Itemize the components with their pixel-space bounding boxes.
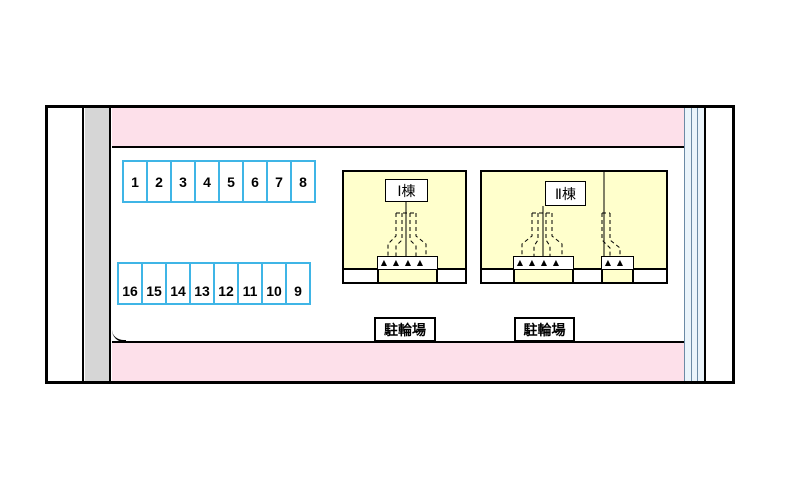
building-2-entrance-mid — [572, 268, 603, 284]
building-2-label: Ⅱ棟 — [545, 181, 586, 206]
curb-corner — [112, 326, 126, 342]
parking-slot: 2 — [146, 160, 172, 203]
parking-slot: 15 — [141, 262, 167, 305]
parking-row-bottom: 16 15 14 13 12 11 10 9 — [117, 262, 311, 305]
triangle-up-icon: ▲ — [416, 258, 424, 267]
triangle-up-icon: ▲ — [552, 258, 560, 267]
utility-conduit — [387, 212, 427, 256]
building-1-entrance-right — [436, 268, 467, 284]
triangle-up-icon: ▲ — [528, 258, 536, 267]
utility-conduit — [521, 212, 621, 256]
triangle-up-icon: ▲ — [392, 258, 400, 267]
meter-box: ▲ ▲ — [601, 256, 634, 270]
right-strip-line — [691, 108, 692, 381]
parking-slot: 12 — [213, 262, 239, 305]
bicycle-parking-left: 駐輪場 — [374, 317, 436, 342]
triangle-up-icon: ▲ — [516, 258, 524, 267]
triangle-up-icon: ▲ — [380, 258, 388, 267]
triangle-up-icon: ▲ — [604, 258, 612, 267]
triangle-up-icon: ▲ — [616, 258, 624, 267]
parking-slot: 4 — [194, 160, 220, 203]
parking-row-top: 1 2 3 4 5 6 7 8 — [122, 160, 316, 203]
meter-box: ▲ ▲ ▲ ▲ — [377, 256, 438, 270]
meter-box: ▲ ▲ ▲ ▲ — [513, 256, 574, 270]
parking-slot: 8 — [290, 160, 316, 203]
road-top — [112, 108, 684, 148]
triangle-up-icon: ▲ — [540, 258, 548, 267]
building-2-entrance-left — [480, 268, 515, 284]
triangle-up-icon: ▲ — [404, 258, 412, 267]
parking-slot: 3 — [170, 160, 196, 203]
building-2-entrance-right — [632, 268, 668, 284]
right-strip-line — [697, 108, 698, 381]
building-1-label: Ⅰ棟 — [385, 179, 428, 202]
road-bottom — [112, 341, 684, 381]
left-boundary-strip — [48, 108, 84, 381]
parking-slot: 9 — [285, 262, 311, 305]
bicycle-parking-right: 駐輪場 — [514, 317, 575, 342]
right-boundary-strip — [684, 108, 706, 381]
sidewalk-strip — [85, 108, 111, 381]
building-1-entrance-left — [342, 268, 379, 284]
parking-slot: 7 — [266, 160, 292, 203]
